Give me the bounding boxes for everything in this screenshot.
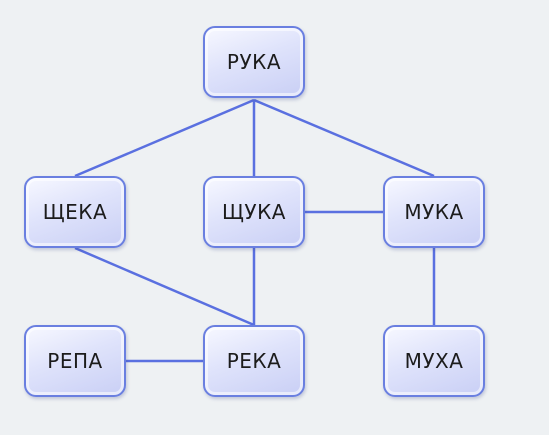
node-schuka: ЩУКА [203, 176, 305, 248]
edge-ruka-muka [253, 98, 435, 178]
node-label: МУХА [404, 349, 464, 373]
node-label: МУКА [404, 200, 464, 224]
node-label: ЩУКА [222, 200, 286, 224]
node-label: РУКА [226, 50, 282, 74]
node-ruka: РУКА [203, 26, 305, 98]
node-label: ЩЕКА [42, 200, 108, 224]
node-muha: МУХА [383, 325, 485, 397]
node-muka: МУКА [383, 176, 485, 248]
node-repa: РЕПА [24, 325, 126, 397]
node-label: РЕПА [47, 349, 103, 373]
node-scheka: ЩЕКА [24, 176, 126, 248]
edge-scheka-reka [74, 246, 255, 327]
node-label: РЕКА [226, 349, 282, 373]
node-reka: РЕКА [203, 325, 305, 397]
edge-ruka-scheka [74, 98, 255, 178]
